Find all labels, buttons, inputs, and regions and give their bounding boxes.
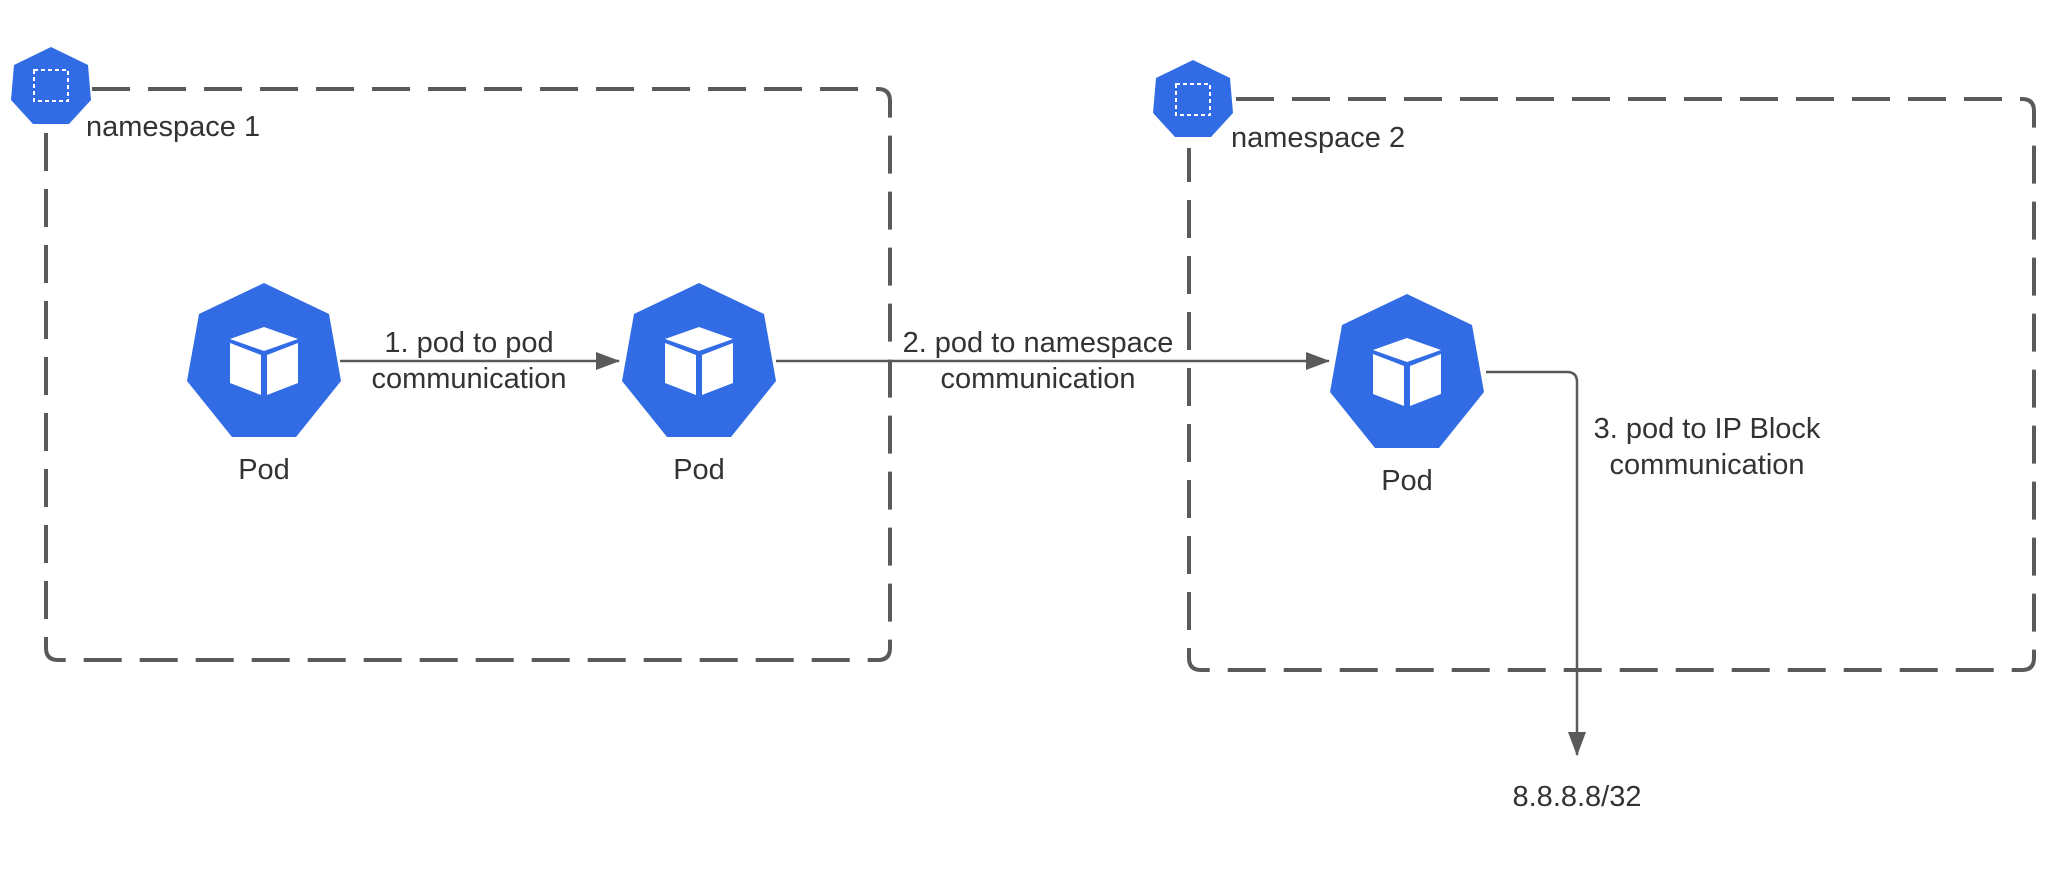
- edge-1-label-line2: communication: [371, 363, 566, 395]
- pod-1: Pod: [187, 283, 341, 486]
- namespace-2-boundary: [1187, 97, 2036, 672]
- namespace-1-boundary: [44, 87, 892, 662]
- namespace-2-label: namespace 2: [1231, 122, 1405, 154]
- namespace-icon: [11, 47, 91, 124]
- edge-3-label-line2: communication: [1609, 449, 1804, 481]
- pod-cube-icon: [1330, 294, 1484, 448]
- edge-2-label-line1: 2. pod to namespace: [903, 327, 1174, 359]
- pod-3-label: Pod: [1381, 465, 1433, 497]
- pod-1-label: Pod: [238, 454, 290, 486]
- namespace-1-label: namespace 1: [86, 111, 260, 143]
- pod-2-label: Pod: [673, 454, 725, 486]
- pod-cube-icon: [187, 283, 341, 437]
- ip-block-label: 8.8.8.8/32: [1513, 781, 1642, 813]
- edge-pod-to-ip-block: [1486, 370, 1586, 756]
- namespace-icon: [1153, 60, 1233, 137]
- pod-cube-icon: [622, 283, 776, 437]
- pod-2: Pod: [622, 283, 776, 486]
- edge-1-label-line1: 1. pod to pod: [384, 327, 553, 359]
- namespace-2-group: namespace 2: [1153, 60, 2036, 672]
- edge-2-label-line2: communication: [940, 363, 1135, 395]
- pod-3: Pod: [1330, 294, 1484, 497]
- edge-3-label-line1: 3. pod to IP Block: [1594, 413, 1821, 445]
- namespace-1-group: namespace 1: [11, 47, 892, 662]
